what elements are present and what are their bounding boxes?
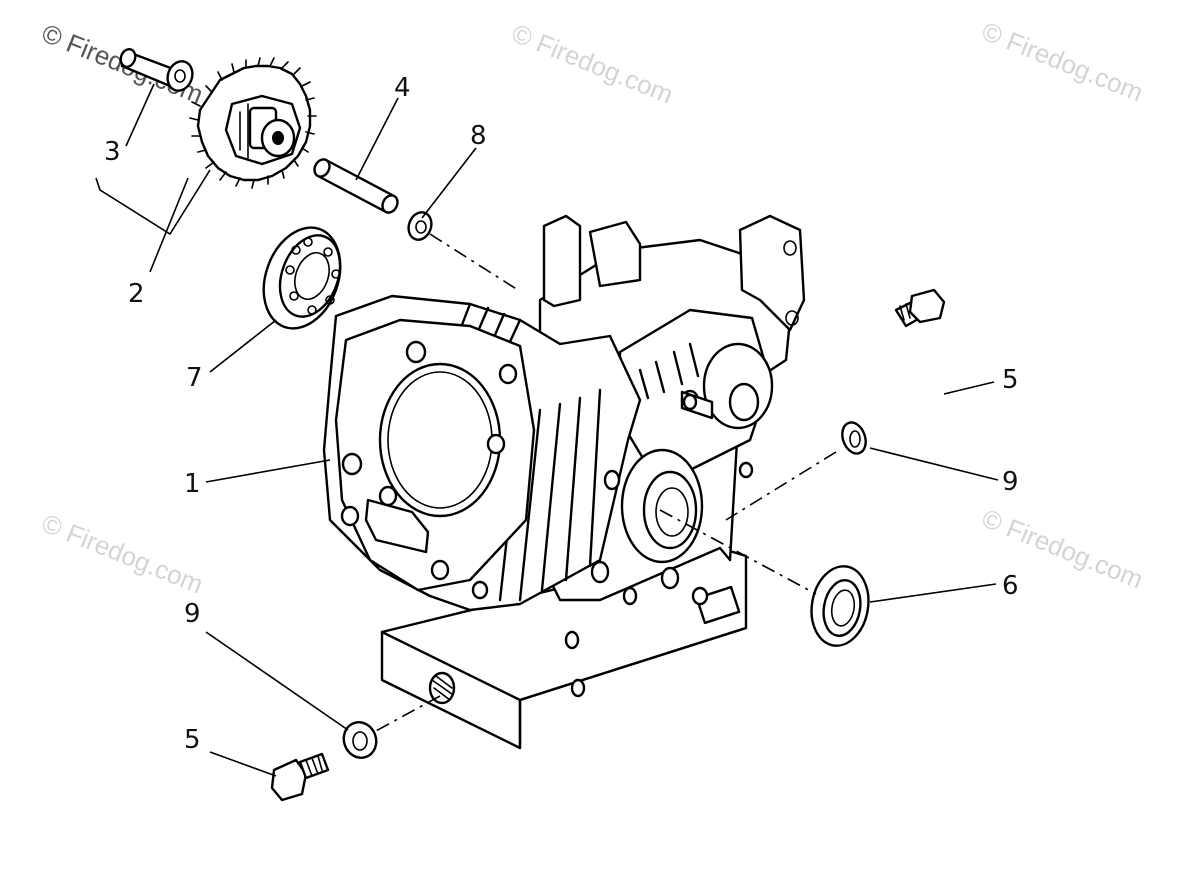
callout-9-left: 9 bbox=[184, 599, 201, 629]
callout-9-right: 9 bbox=[1002, 467, 1019, 497]
part-4-long-pin bbox=[313, 158, 399, 214]
part-3-pin bbox=[119, 48, 194, 92]
watermark-top-center: © Firedog.com bbox=[508, 18, 678, 110]
leader-lines bbox=[95, 83, 999, 777]
part-6-oil-seal bbox=[810, 565, 870, 647]
callout-3: 3 bbox=[104, 137, 121, 167]
watermark-mid-left: © Firedog.com bbox=[38, 508, 208, 600]
part-5-bolt-right bbox=[894, 288, 946, 328]
callout-4: 4 bbox=[394, 73, 411, 103]
part-7-bearing bbox=[262, 226, 342, 330]
part-8-small-seal bbox=[407, 211, 433, 241]
callout-numbers: 1 2 3 4 5 5 6 7 8 9 9 bbox=[104, 73, 1019, 755]
callout-8: 8 bbox=[470, 121, 487, 151]
watermark-top-right: © Firedog.com bbox=[978, 16, 1148, 108]
part-1-crankcase bbox=[322, 214, 806, 750]
callout-7: 7 bbox=[186, 363, 203, 393]
callout-1: 1 bbox=[184, 469, 201, 499]
part-9-washer-left bbox=[342, 721, 378, 759]
callout-6: 6 bbox=[1002, 571, 1019, 601]
part-9-washer-right bbox=[841, 421, 867, 455]
assembly-lines bbox=[373, 233, 837, 733]
callout-5-left: 5 bbox=[184, 725, 201, 755]
part-5-bolt-left bbox=[270, 752, 330, 802]
callout-2: 2 bbox=[128, 279, 145, 309]
part-2-gear bbox=[189, 57, 317, 189]
callout-5-right: 5 bbox=[1002, 365, 1019, 395]
